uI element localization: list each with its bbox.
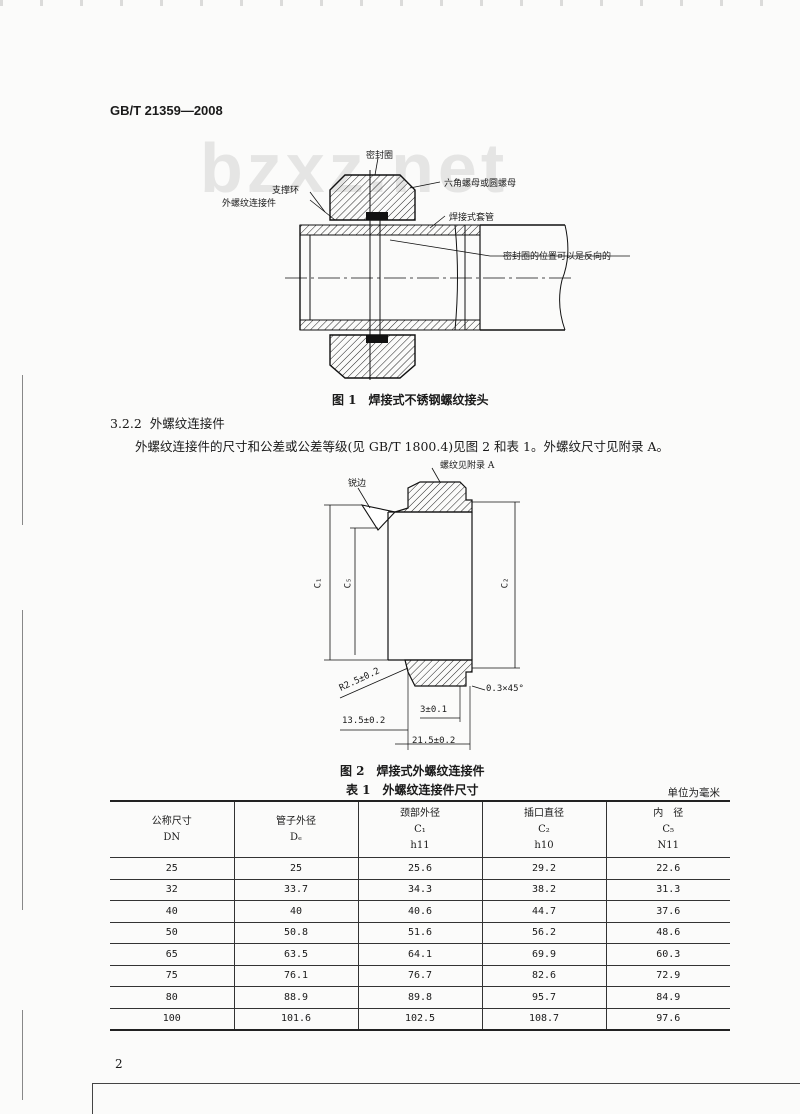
table-cell: 101.6 [233, 1007, 359, 1031]
figure-1-drawing [285, 157, 630, 380]
table-cell: 76.1 [233, 964, 359, 987]
label-reverse-note: 密封圈的位置可以是反向的 [503, 252, 612, 262]
table-cell: 25 [233, 857, 359, 880]
table-cell: 65 [110, 943, 235, 966]
table-cell: 72.9 [605, 964, 730, 987]
table-cell: 48.6 [605, 921, 730, 944]
standard-code: GB/T 21359—2008 [110, 103, 223, 118]
label-dim-21-5: 21.5±0.2 [412, 736, 456, 746]
section-paragraph: 外螺纹连接件的尺寸和公差或公差等级(见 GB/T 1800.4)见图 2 和表 … [135, 439, 669, 454]
table-cell: 89.8 [357, 986, 483, 1009]
section-heading: 3.2.2 外螺纹连接件 [110, 413, 225, 432]
table-cell: 108.7 [481, 1007, 607, 1031]
next-page-frame [92, 1083, 800, 1114]
figure-2-caption: 图 2 焊接式外螺纹连接件 [340, 764, 485, 778]
table-cell: 44.7 [481, 900, 607, 923]
scan-margin-rule [22, 375, 23, 525]
table-1-caption: 表 1 外螺纹连接件尺寸 [346, 783, 479, 797]
table-cell: 34.3 [357, 878, 483, 901]
scan-edge-noise [0, 0, 800, 6]
table-cell: 102.5 [357, 1007, 483, 1031]
table-cell: 97.6 [605, 1007, 730, 1031]
label-dim-3: 3±0.1 [420, 705, 448, 715]
header-pipe-od: 管子外径 Dₑ [233, 800, 359, 858]
table-cell: 32 [110, 878, 235, 901]
table-cell: 22.6 [605, 857, 730, 880]
table-cell: 82.6 [481, 964, 607, 987]
table-cell: 38.2 [481, 878, 607, 901]
header-inner-dia: 内 径 C₅ N11 [605, 800, 730, 858]
label-chamfer: 0.3×45° [486, 684, 524, 694]
table-cell: 88.9 [233, 986, 359, 1009]
table-cell: 60.3 [605, 943, 730, 966]
label-c5: C₅ [343, 577, 354, 589]
table-cell: 75 [110, 964, 235, 987]
table-cell: 56.2 [481, 921, 607, 944]
header-dn: 公称尺寸 DN [110, 800, 235, 858]
figure-1-caption: 图 1 焊接式不锈钢螺纹接头 [332, 393, 489, 407]
table-unit: 单位为毫米 [667, 787, 721, 799]
table-cell: 31.3 [605, 878, 730, 901]
table-cell: 50.8 [233, 921, 359, 944]
table-cell: 76.7 [357, 964, 483, 987]
table-header-row: 公称尺寸 DN 管子外径 Dₑ 颈部外径 C₁ h11 插口直径 C₂ h10 … [110, 800, 730, 858]
label-seal-ring: 密封圈 [366, 151, 394, 161]
label-sharp-edge: 锐边 [348, 479, 367, 489]
scan-margin-rule [22, 1010, 23, 1100]
label-hex-nut: 六角螺母或圆螺母 [444, 179, 517, 189]
table-cell: 80 [110, 986, 235, 1009]
figure-2-drawing [324, 467, 520, 750]
label-c1: C₁ [313, 577, 324, 589]
table-cell: 63.5 [233, 943, 359, 966]
table-cell: 100 [110, 1007, 235, 1031]
section-number: 3.2.2 [110, 416, 142, 431]
table-cell: 37.6 [605, 900, 730, 923]
table-cell: 50 [110, 921, 235, 944]
label-c2: C₂ [500, 577, 511, 589]
label-male-connector: 外螺纹连接件 [222, 199, 277, 209]
table-cell: 40 [110, 900, 235, 923]
table-cell: 25.6 [357, 857, 483, 880]
table-cell: 64.1 [357, 943, 483, 966]
header-neck-od: 颈部外径 C₁ h11 [357, 800, 483, 858]
label-support-ring: 支撑环 [272, 186, 300, 196]
scan-margin-rule [22, 610, 23, 910]
label-thread-note: 螺纹见附录 A [440, 461, 495, 471]
page-number: 2 [115, 1057, 123, 1071]
label-weld-ferrule: 焊接式套管 [449, 213, 495, 223]
header-socket-dia: 插口直径 C₂ h10 [481, 800, 607, 858]
table-cell: 40.6 [357, 900, 483, 923]
dimensions-table: 公称尺寸 DN 管子外径 Dₑ 颈部外径 C₁ h11 插口直径 C₂ h10 … [110, 800, 730, 1031]
section-title: 外螺纹连接件 [149, 416, 225, 431]
table-cell: 33.7 [233, 878, 359, 901]
table-cell: 69.9 [481, 943, 607, 966]
table-cell: 29.2 [481, 857, 607, 880]
table-cell: 95.7 [481, 986, 607, 1009]
table-cell: 25 [110, 857, 235, 880]
label-dim-13-5: 13.5±0.2 [342, 716, 386, 726]
table-cell: 51.6 [357, 921, 483, 944]
table-cell: 40 [233, 900, 359, 923]
table-cell: 84.9 [605, 986, 730, 1009]
